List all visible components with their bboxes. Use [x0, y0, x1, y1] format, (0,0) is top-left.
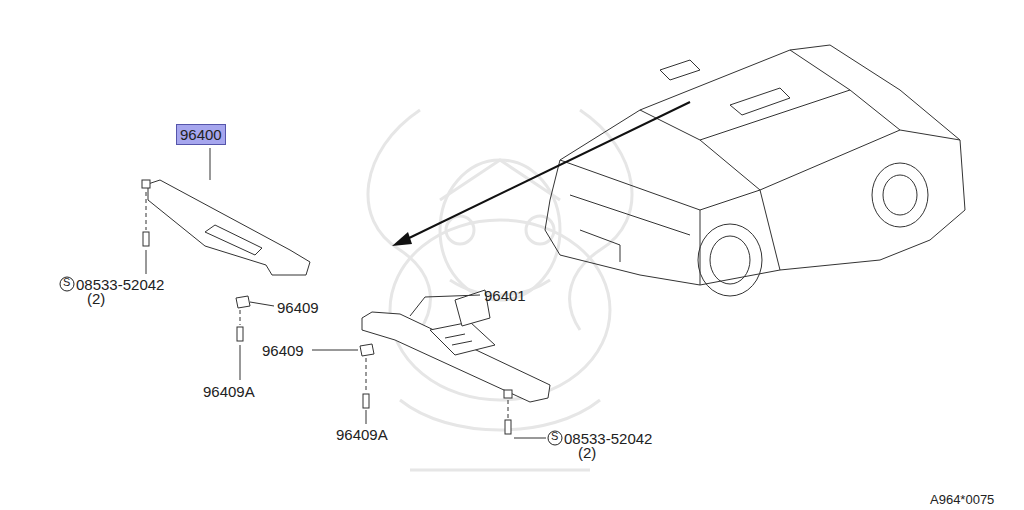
callout-number: 08533-52042 [76, 277, 164, 292]
callout-number: 96401 [484, 288, 526, 303]
callout-number: 96409 [277, 300, 319, 315]
sun-visor-left [142, 180, 310, 275]
leader-lines [312, 295, 546, 438]
s-circle [60, 277, 562, 445]
callout-number: 96409 [262, 343, 304, 358]
highlighted-part-number: 96400 [176, 124, 226, 145]
car-outline [545, 45, 965, 296]
figure-code: A964*0075 [930, 493, 994, 506]
watermark [368, 110, 632, 470]
callout-number: S [551, 431, 558, 442]
callout-number: 08533-52042 [564, 431, 652, 446]
leader-lines [143, 148, 274, 380]
pointer-arrow [392, 102, 690, 246]
part-number: 96400 [177, 125, 225, 144]
sun-visor-right [362, 290, 550, 402]
callout-number: 96409A [336, 427, 388, 442]
callout-number: (2) [578, 445, 596, 460]
callout-number: (2) [87, 291, 105, 306]
callout-number: S [63, 277, 70, 288]
callout-number: 96409A [203, 384, 255, 399]
